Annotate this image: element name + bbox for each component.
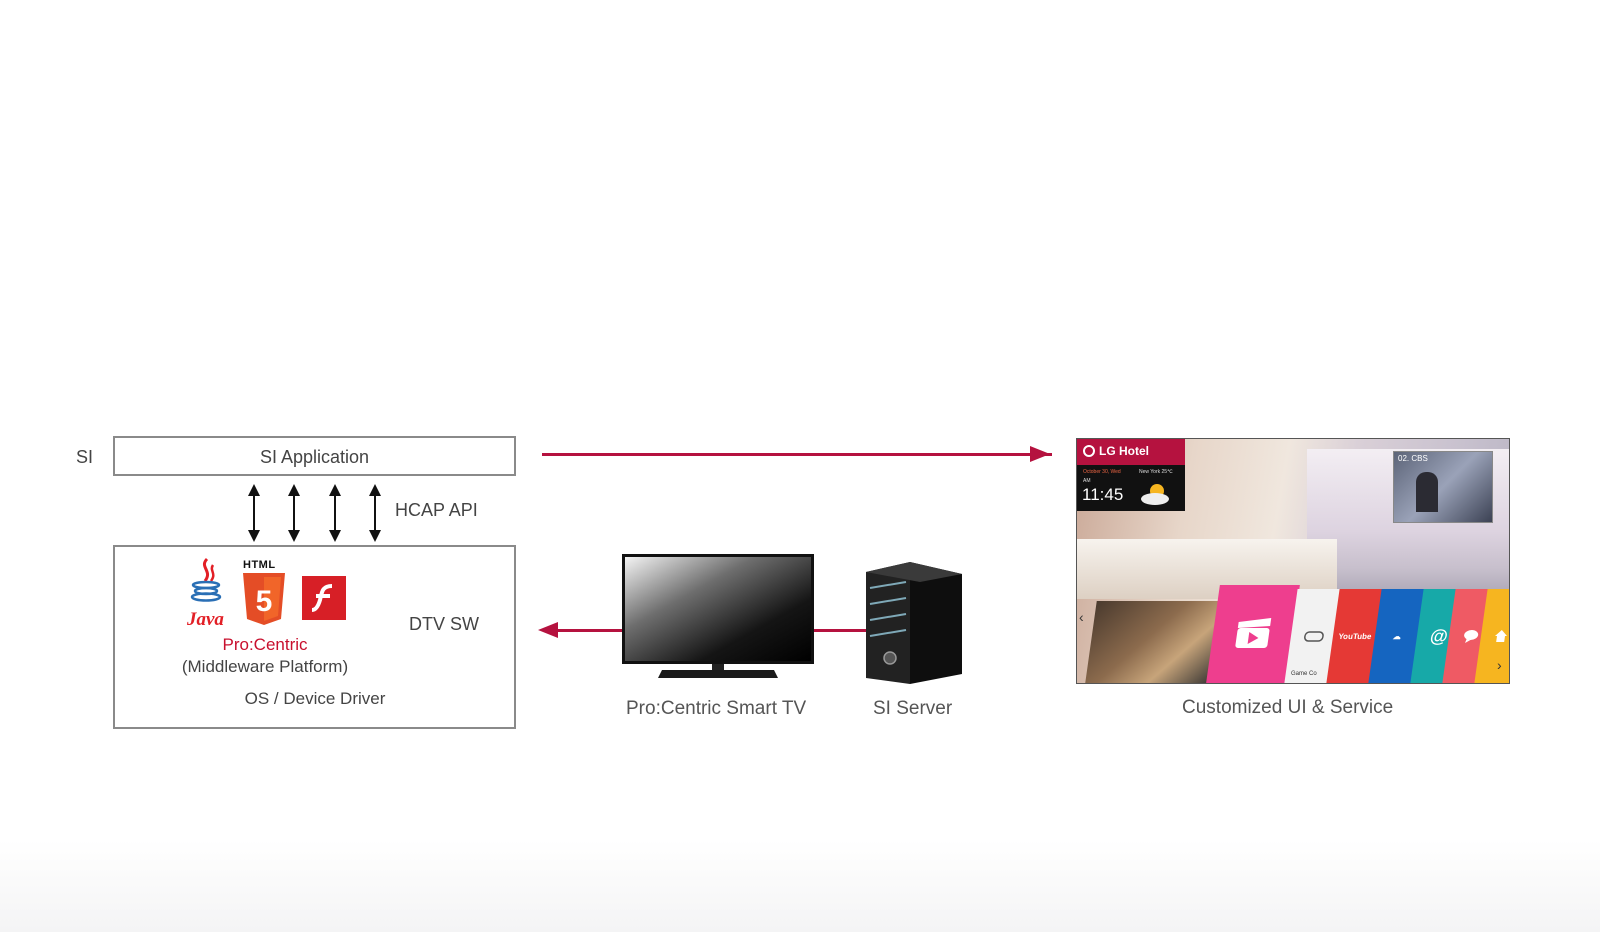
arrow-left-icon bbox=[538, 622, 558, 638]
dtv-sw-label: DTV SW bbox=[409, 614, 479, 634]
clapper-icon bbox=[1235, 618, 1272, 648]
si-application-label: SI Application bbox=[259, 447, 370, 467]
youtube-label: YouTube bbox=[1337, 631, 1373, 641]
anchor-figure bbox=[1416, 472, 1438, 512]
at-icon: @ bbox=[1428, 625, 1450, 646]
html5-logo-icon: 5 bbox=[243, 573, 285, 625]
channel-preview: 02. CBS bbox=[1393, 451, 1493, 523]
channel-label: 02. CBS bbox=[1398, 454, 1428, 463]
hcap-arrows bbox=[248, 484, 381, 542]
double-arrow-icon bbox=[248, 484, 381, 542]
os-driver-label: OS / Device Driver bbox=[244, 689, 386, 708]
java-label: Java bbox=[187, 609, 224, 630]
date-text: October 30, Wed bbox=[1083, 469, 1121, 475]
tile-home[interactable] bbox=[1474, 589, 1509, 683]
ui-caption: Customized UI & Service bbox=[1182, 697, 1394, 718]
arrow-to-ui-line bbox=[542, 453, 1052, 456]
server-caption: SI Server bbox=[873, 698, 953, 719]
weather-icon bbox=[1141, 484, 1169, 505]
procentric-label: Pro:Centric bbox=[222, 635, 308, 654]
hotel-brand: LG Hotel bbox=[1099, 444, 1149, 458]
lg-logo-icon bbox=[1083, 445, 1095, 457]
tv-icon bbox=[622, 554, 814, 678]
tile-video[interactable] bbox=[1206, 585, 1300, 683]
hcap-api-label: HCAP API bbox=[395, 500, 478, 520]
si-application-box: SI Application bbox=[113, 436, 516, 476]
tv-caption: Pro:Centric Smart TV bbox=[626, 698, 807, 719]
home-icon bbox=[1495, 630, 1508, 642]
time-panel: October 30, Wed New York 25℃ AM 11:45 bbox=[1077, 465, 1185, 511]
middleware-label: (Middleware Platform) bbox=[181, 657, 349, 676]
si-layer-label: SI bbox=[76, 447, 94, 467]
gamepad-icon bbox=[1304, 631, 1324, 642]
clock-text: 11:45 bbox=[1082, 485, 1124, 504]
ampm-text: AM bbox=[1083, 478, 1091, 484]
hotel-header: LG Hotel bbox=[1077, 439, 1185, 465]
dtv-sw-box: Java HTML 5 Pro:Centric (Middleware Plat… bbox=[113, 545, 516, 729]
city-text: New York 25℃ bbox=[1139, 469, 1173, 475]
chat-icon bbox=[1464, 630, 1479, 643]
java-logo-icon bbox=[190, 557, 222, 602]
launcher-prev-icon[interactable]: ‹ bbox=[1079, 609, 1084, 625]
arrow-right-icon bbox=[1030, 446, 1050, 462]
tile-chat[interactable] bbox=[1442, 589, 1500, 683]
tile-game[interactable] bbox=[1284, 589, 1344, 683]
svg-text:5: 5 bbox=[256, 585, 273, 618]
flash-logo-icon bbox=[302, 576, 346, 620]
customized-ui-screen: LG Hotel October 30, Wed New York 25℃ AM… bbox=[1076, 438, 1510, 684]
game-label: Game Co bbox=[1291, 671, 1317, 677]
server-icon bbox=[866, 562, 962, 684]
featured-tile[interactable] bbox=[1085, 601, 1221, 683]
html-badge-label: HTML bbox=[243, 559, 276, 571]
launcher-next-icon[interactable]: › bbox=[1497, 657, 1502, 673]
